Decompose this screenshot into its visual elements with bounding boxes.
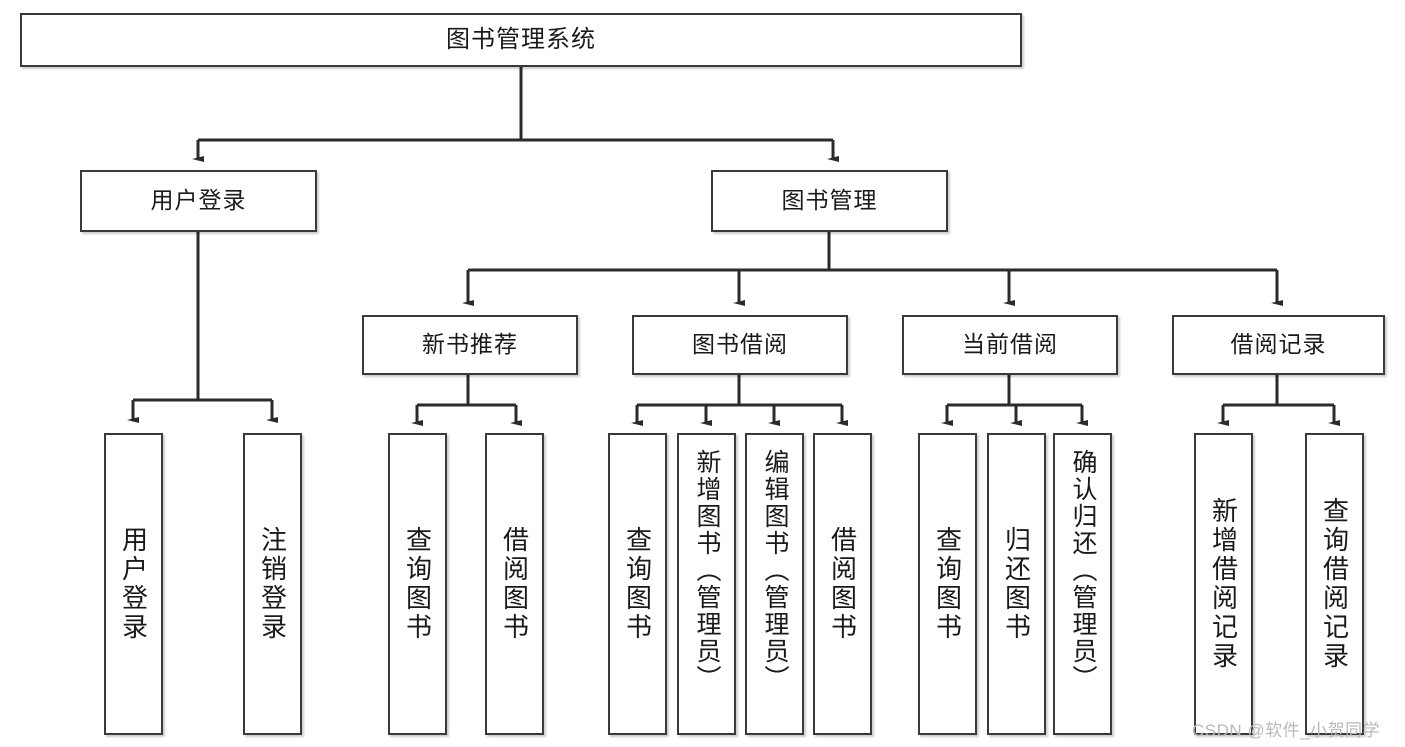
leaf-user-login[interactable]: 用户登录: [104, 433, 163, 735]
leaf-return-book[interactable]: 归还图书: [987, 433, 1046, 735]
node-label: 当前借阅: [962, 331, 1058, 358]
leaf-add-borrow-record[interactable]: 新增借阅记录: [1194, 433, 1253, 735]
node-borrow-records[interactable]: 借阅记录: [1172, 315, 1385, 375]
node-label: 归还图书: [1001, 526, 1032, 642]
leaf-query-book-recommend[interactable]: 查询图书: [388, 433, 447, 735]
node-label: 借阅记录: [1230, 331, 1327, 358]
node-label: 图书管理系统: [446, 25, 596, 53]
node-label: 新增图书（管理员）: [693, 449, 721, 692]
node-label: 用户登录: [150, 187, 247, 214]
leaf-query-book-borrow[interactable]: 查询图书: [608, 433, 667, 735]
node-label: 新增借阅记录: [1208, 497, 1239, 671]
node-new-book-recommend[interactable]: 新书推荐: [362, 315, 578, 375]
node-label: 新书推荐: [422, 331, 518, 358]
node-label: 图书借阅: [692, 331, 788, 358]
node-user-login[interactable]: 用户登录: [80, 170, 317, 232]
node-root-system[interactable]: 图书管理系统: [20, 13, 1022, 67]
node-label: 图书管理: [781, 187, 878, 214]
node-label: 查询图书: [402, 526, 433, 642]
leaf-confirm-return-admin[interactable]: 确认归还（管理员）: [1053, 433, 1112, 735]
node-label: 借阅图书: [499, 526, 530, 642]
leaf-borrow-book-recommend[interactable]: 借阅图书: [485, 433, 544, 735]
node-book-borrow[interactable]: 图书借阅: [632, 315, 848, 375]
leaf-borrow-book[interactable]: 借阅图书: [813, 433, 872, 735]
leaf-edit-book-admin[interactable]: 编辑图书（管理员）: [745, 433, 804, 735]
node-label: 确认归还（管理员）: [1069, 449, 1097, 692]
node-label: 注销登录: [257, 526, 288, 642]
node-book-management[interactable]: 图书管理: [711, 170, 948, 232]
leaf-query-borrow-record[interactable]: 查询借阅记录: [1305, 433, 1364, 735]
node-label: 用户登录: [118, 526, 149, 642]
node-current-borrow[interactable]: 当前借阅: [902, 315, 1118, 375]
node-label: 查询图书: [622, 526, 653, 642]
node-label: 查询借阅记录: [1319, 497, 1350, 671]
leaf-add-book-admin[interactable]: 新增图书（管理员）: [677, 433, 736, 735]
node-label: 编辑图书（管理员）: [761, 449, 789, 692]
node-label: 查询图书: [932, 526, 963, 642]
node-label: 借阅图书: [827, 526, 858, 642]
leaf-user-logout[interactable]: 注销登录: [243, 433, 302, 735]
leaf-query-book-current[interactable]: 查询图书: [918, 433, 977, 735]
